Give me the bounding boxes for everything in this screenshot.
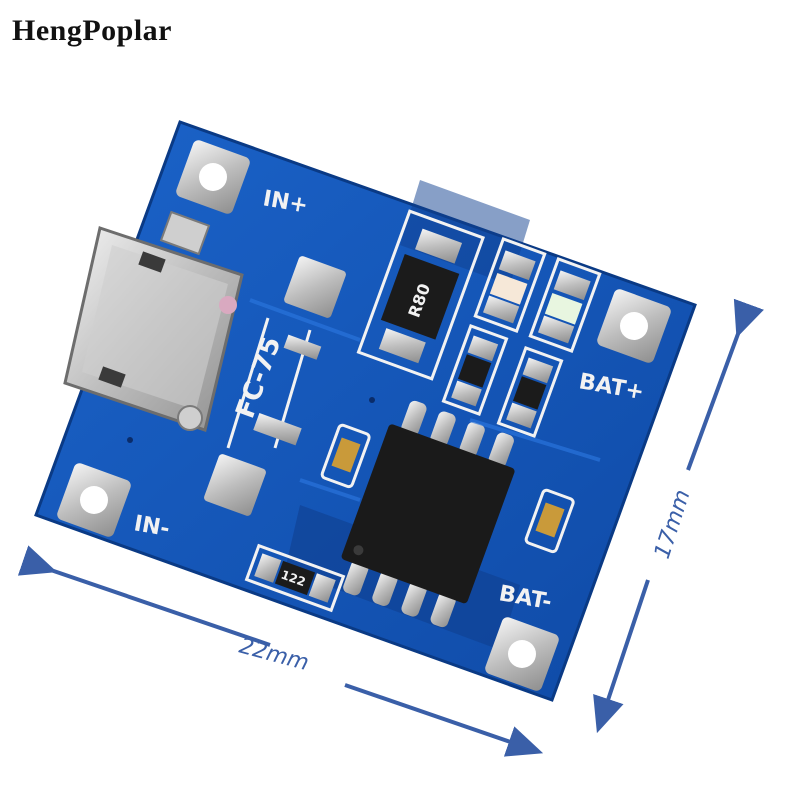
capacitor: [320, 423, 371, 489]
via: [369, 397, 375, 403]
height-label: 17mm: [650, 487, 696, 562]
hole-in-plus: [176, 140, 250, 214]
micro-usb-connector: [63, 210, 244, 432]
height-arrow-top: [686, 298, 764, 471]
charger-ic: [341, 400, 515, 628]
resistor-r80: R80: [356, 209, 485, 381]
resistor-small: [496, 345, 564, 439]
width-arrow-left: [17, 545, 271, 647]
brand-watermark: HengPoplar: [12, 14, 172, 47]
height-arrow-bottom: [593, 579, 650, 734]
label-in-minus: IN-: [132, 511, 172, 542]
pcb-substrate: [34, 120, 697, 702]
hole-bat-minus: [485, 617, 559, 691]
resistor-small: [441, 323, 509, 417]
width-label: 22mm: [236, 634, 311, 676]
solder-pad: [204, 454, 266, 516]
hole-in-minus: [57, 463, 131, 537]
fc75-footprint: [226, 317, 322, 449]
led-green: [528, 257, 602, 353]
resistor-122: 122: [244, 543, 346, 613]
via: [127, 437, 133, 443]
pcb-traces: [249, 298, 601, 502]
pcb-board: FC-75 R80: [34, 120, 697, 702]
capacitor: [524, 488, 575, 554]
width-arrow-right: [344, 683, 544, 757]
hole-bat-plus: [597, 289, 671, 363]
led-red: [473, 237, 547, 333]
solder-pad: [284, 256, 346, 318]
